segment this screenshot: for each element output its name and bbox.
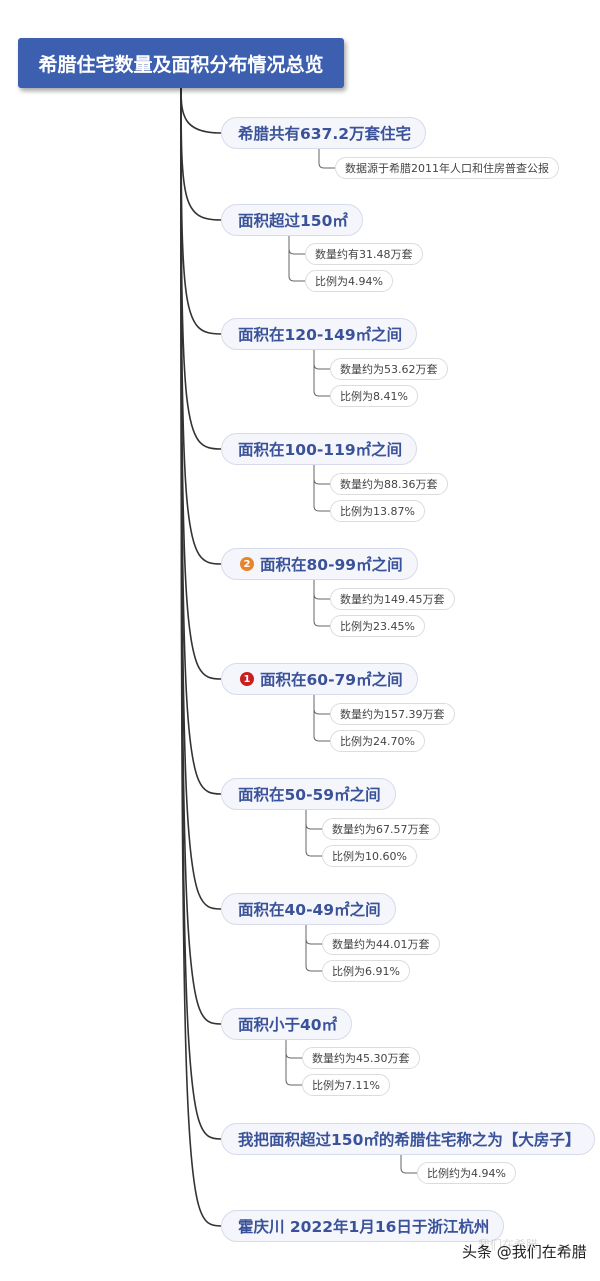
leaf-ratio: 比例为4.94% bbox=[305, 270, 393, 292]
topic-80-99: 2 面积在80-99㎡之间 bbox=[221, 548, 418, 580]
topic-label: 面积在60-79㎡之间 bbox=[260, 671, 403, 689]
leaf-count: 数量约为44.01万套 bbox=[322, 933, 440, 955]
connector-line bbox=[180, 87, 222, 221]
leaf-ratio: 比例为13.87% bbox=[330, 500, 425, 522]
topic-big-house-definition: 我把面积超过150㎡的希腊住宅称之为【大房子】 bbox=[221, 1123, 596, 1155]
leaf-count: 数量约为53.62万套 bbox=[330, 358, 448, 380]
connector-line bbox=[180, 87, 222, 680]
topic-label: 希腊共有637.2万套住宅 bbox=[238, 125, 412, 143]
connector-line bbox=[180, 87, 222, 565]
connector-line bbox=[180, 87, 222, 450]
leaf-ratio: 比例为10.60% bbox=[322, 845, 417, 867]
root-title: 希腊住宅数量及面积分布情况总览 bbox=[18, 38, 344, 88]
topic-label: 面积在100-119㎡之间 bbox=[238, 441, 403, 459]
leaf-ratio: 比例为23.45% bbox=[330, 615, 425, 637]
connector-line bbox=[313, 465, 330, 485]
topic-under-40: 面积小于40㎡ bbox=[221, 1008, 353, 1040]
rank-2-icon: 2 bbox=[240, 557, 254, 571]
leaf-count: 数量约为67.57万套 bbox=[322, 818, 440, 840]
connector-line bbox=[180, 87, 222, 335]
leaf-count: 数量约为88.36万套 bbox=[330, 473, 448, 495]
connector-line bbox=[313, 695, 330, 715]
leaf-count: 数量约为149.45万套 bbox=[330, 588, 455, 610]
leaf-ratio: 比例为7.11% bbox=[302, 1074, 390, 1096]
topic-label: 面积在80-99㎡之间 bbox=[260, 556, 403, 574]
topic-100-119: 面积在100-119㎡之间 bbox=[221, 433, 418, 465]
topic-60-79: 1 面积在60-79㎡之间 bbox=[221, 663, 418, 695]
leaf-count: 数量约为157.39万套 bbox=[330, 703, 455, 725]
topic-label: 我把面积超过150㎡的希腊住宅称之为【大房子】 bbox=[238, 1131, 581, 1149]
connector-line bbox=[313, 350, 330, 370]
connector-line bbox=[180, 87, 222, 1227]
leaf-ratio: 比例为6.91% bbox=[322, 960, 410, 982]
connector-line bbox=[288, 236, 305, 255]
topic-label: 霍庆川 2022年1月16日于浙江杭州 bbox=[238, 1218, 490, 1236]
topic-label: 面积在40-49㎡之间 bbox=[238, 901, 381, 919]
leaf-ratio: 比例为8.41% bbox=[330, 385, 418, 407]
connector-line bbox=[313, 465, 330, 512]
topic-40-49: 面积在40-49㎡之间 bbox=[221, 893, 396, 925]
connector-line bbox=[180, 87, 222, 134]
topic-author-signature: 霍庆川 2022年1月16日于浙江杭州 bbox=[221, 1210, 505, 1242]
topic-label: 面积超过150㎡ bbox=[238, 212, 348, 230]
connector-line bbox=[180, 87, 222, 795]
connector-line bbox=[305, 925, 322, 945]
connector-line bbox=[313, 580, 330, 627]
connector-line bbox=[305, 810, 322, 830]
watermark-ghost: 我们在希腊 bbox=[478, 1238, 539, 1252]
connector-line bbox=[313, 580, 330, 600]
connector-line bbox=[180, 87, 222, 1140]
topic-over-150: 面积超过150㎡ bbox=[221, 204, 363, 236]
topic-120-149: 面积在120-149㎡之间 bbox=[221, 318, 418, 350]
topic-label: 面积在50-59㎡之间 bbox=[238, 786, 381, 804]
connector-line bbox=[288, 236, 305, 282]
connector-line bbox=[285, 1040, 302, 1059]
leaf-count: 数量约为45.30万套 bbox=[302, 1047, 420, 1069]
connector-line bbox=[318, 149, 335, 169]
leaf-count: 数量约有31.48万套 bbox=[305, 243, 423, 265]
connector-line bbox=[400, 1155, 417, 1174]
connector-line bbox=[305, 925, 322, 972]
topic-label: 面积在120-149㎡之间 bbox=[238, 326, 403, 344]
topic-total-housing: 希腊共有637.2万套住宅 bbox=[221, 117, 427, 149]
connector-line bbox=[285, 1040, 302, 1086]
connector-line bbox=[313, 695, 330, 742]
topic-label: 面积小于40㎡ bbox=[238, 1016, 338, 1034]
topic-50-59: 面积在50-59㎡之间 bbox=[221, 778, 396, 810]
leaf-ratio: 比例为24.70% bbox=[330, 730, 425, 752]
connector-line bbox=[313, 350, 330, 397]
leaf-ratio: 比例约为4.94% bbox=[417, 1162, 516, 1184]
watermark-text: 头条 @我们在希腊 bbox=[462, 1243, 587, 1261]
connector-line bbox=[305, 810, 322, 857]
rank-1-icon: 1 bbox=[240, 672, 254, 686]
leaf-data-source: 数据源于希腊2011年人口和住房普查公报 bbox=[335, 157, 559, 179]
